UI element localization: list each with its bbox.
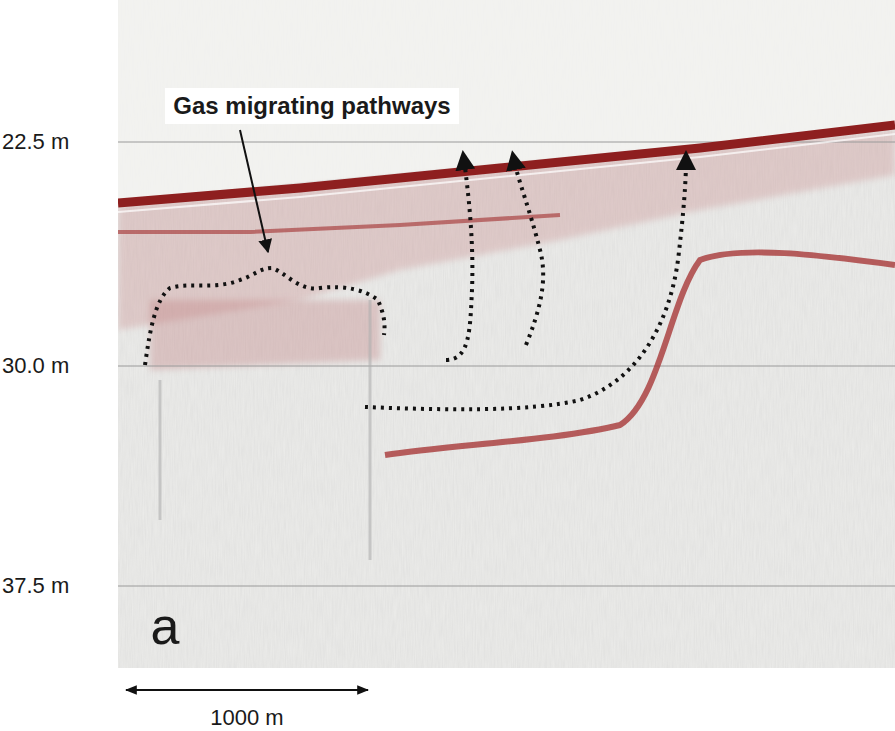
gas-zone-outline	[145, 268, 385, 365]
migration-arrow	[514, 160, 543, 345]
subbottom-reflector	[118, 215, 560, 232]
depth-label: 37.5 m	[2, 575, 69, 597]
acoustic-blanking	[369, 300, 372, 560]
seafloor-edge	[118, 134, 895, 212]
panel-letter: a	[151, 600, 180, 652]
depth-gridline	[118, 586, 895, 587]
acoustic-blanking	[159, 380, 162, 520]
migration-arrow	[365, 160, 686, 409]
scale-label: 1000 m	[210, 707, 283, 729]
seafloor-reflector	[118, 125, 895, 203]
depth-label: 22.5 m	[2, 131, 69, 153]
depth-gridline	[118, 366, 895, 367]
gas-zone	[150, 300, 380, 370]
noise-texture	[118, 0, 895, 668]
callout-label: Gas migrating pathways	[165, 88, 458, 124]
migration-arrow	[446, 160, 472, 360]
depth-label: 30.0 m	[2, 355, 69, 377]
record-panel	[118, 0, 895, 668]
leader-line	[240, 130, 268, 252]
panel-ground	[118, 0, 895, 668]
scale-bar	[126, 689, 368, 691]
